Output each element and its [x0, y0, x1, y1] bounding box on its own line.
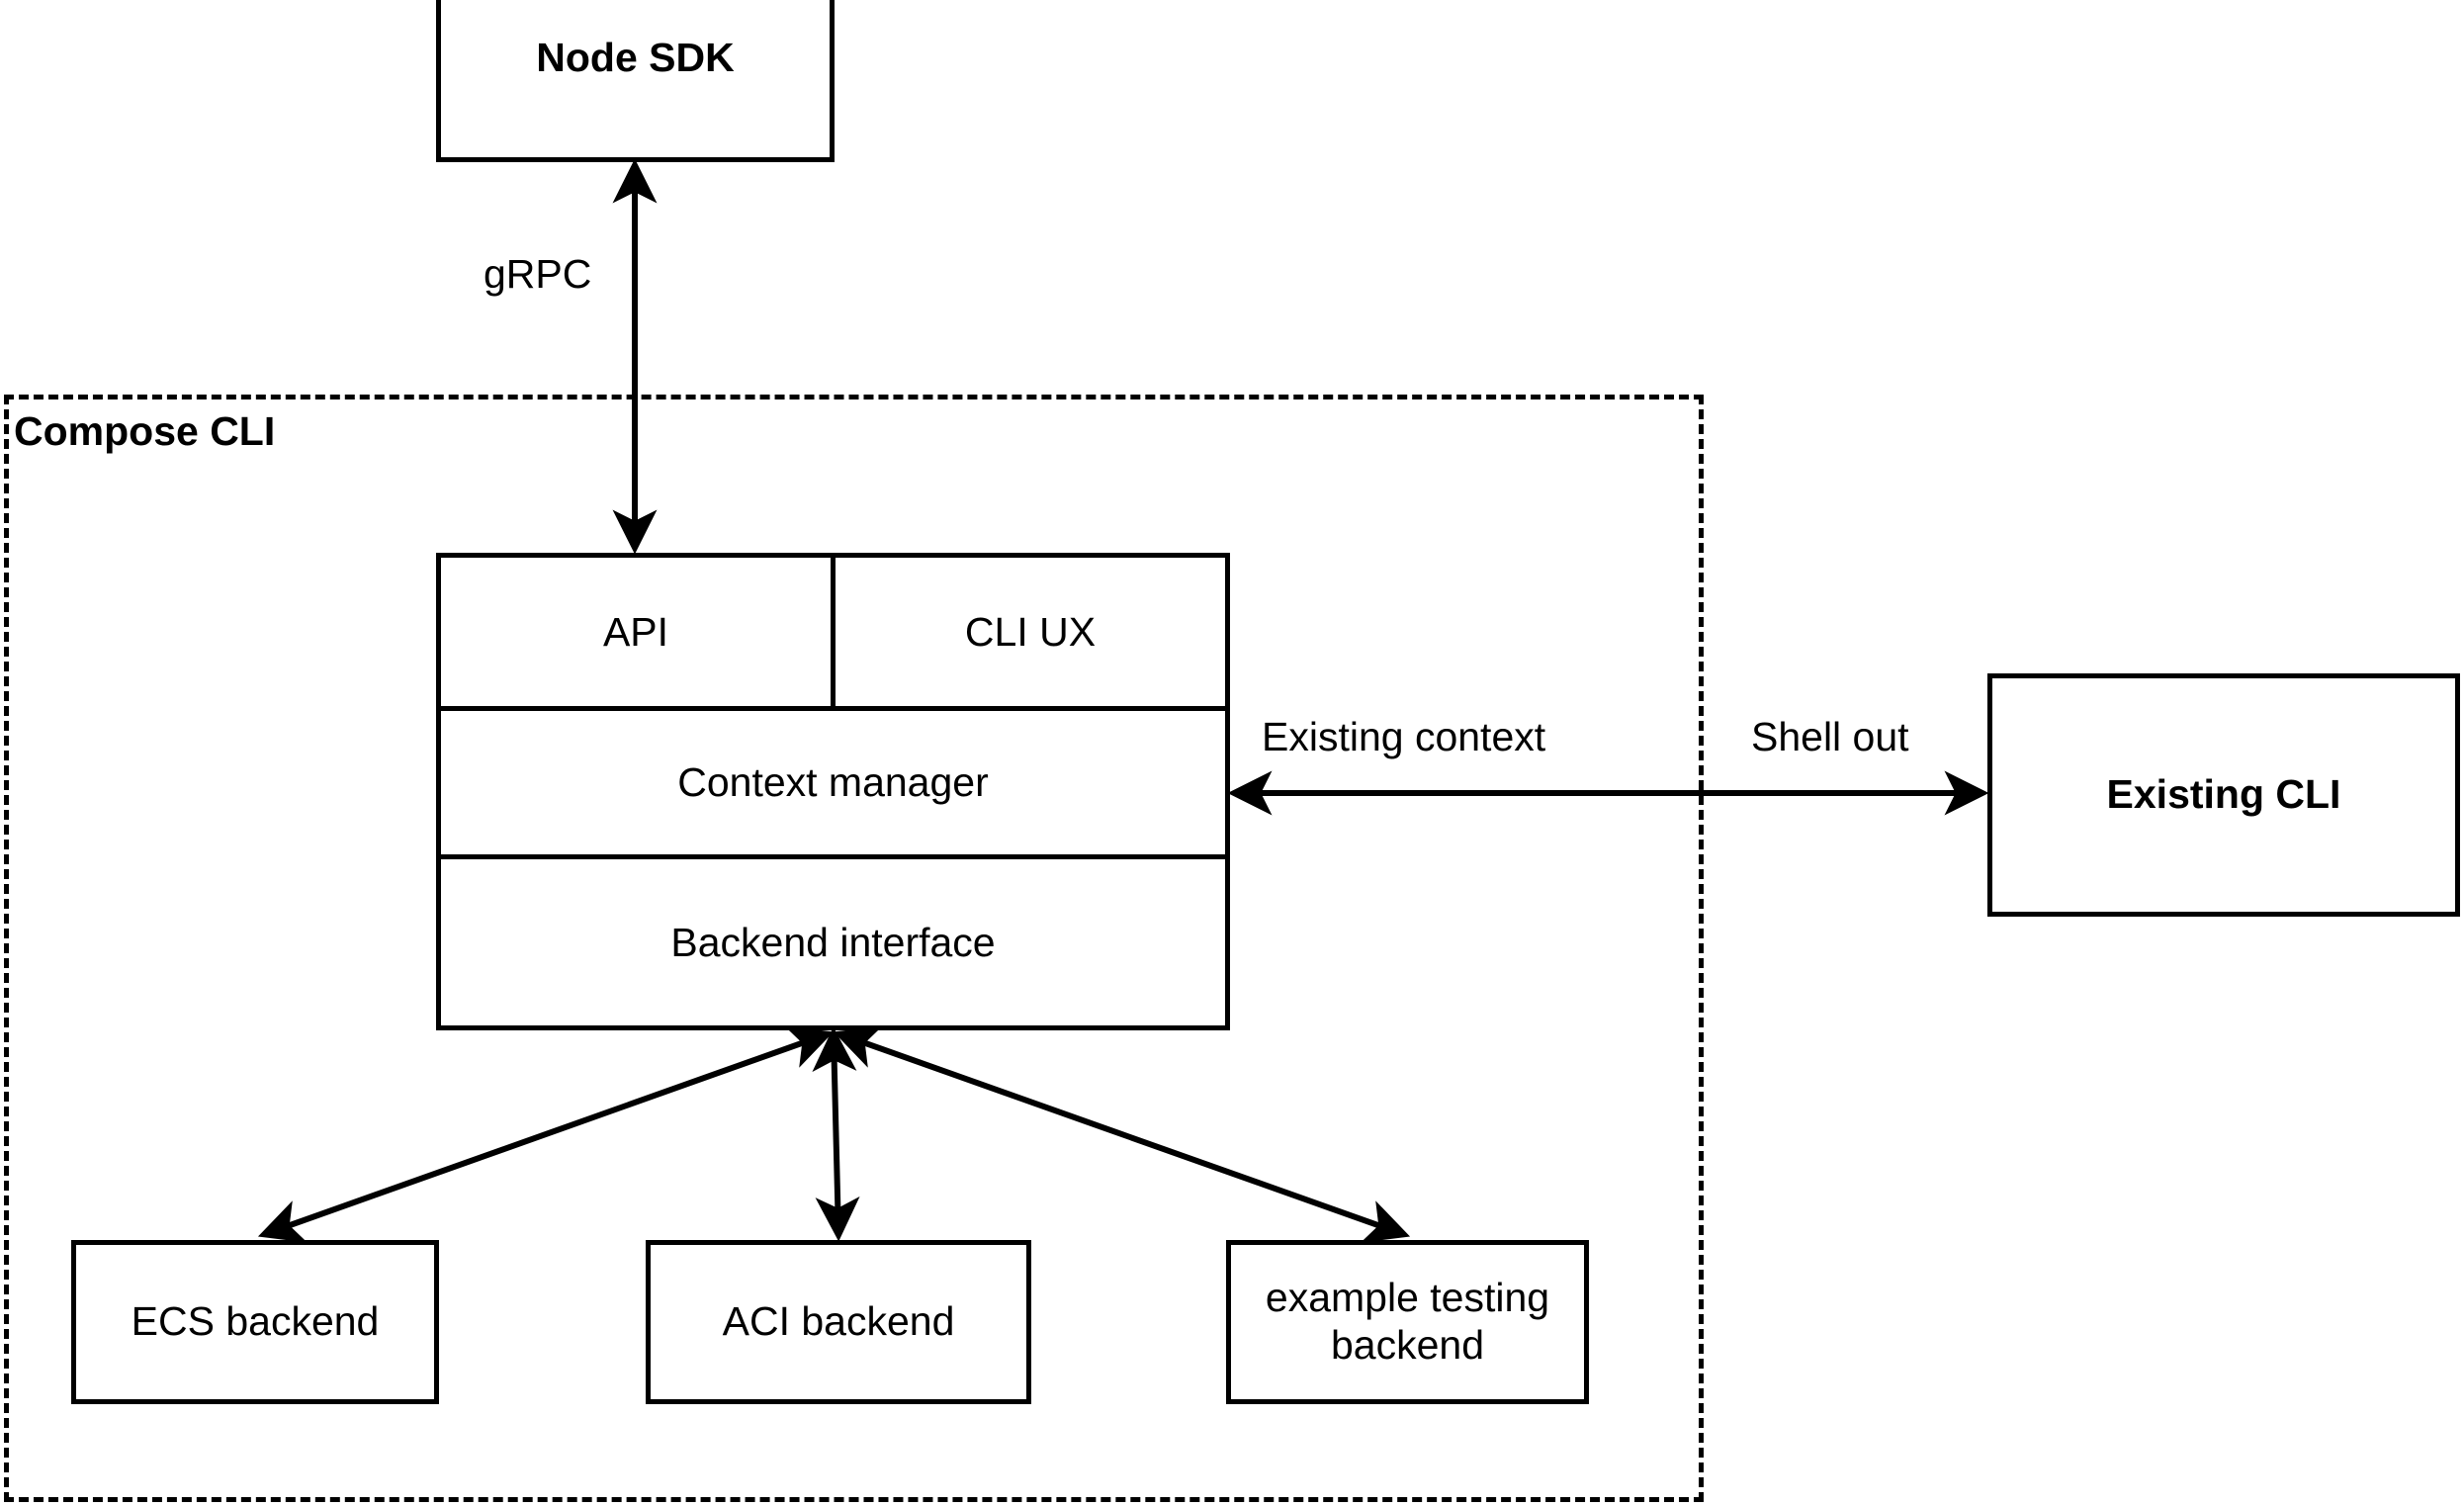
node-sdk-box[interactable]: Node SDK [436, 0, 835, 162]
aci-backend-label: ACI backend [722, 1298, 955, 1345]
context-manager-cell[interactable]: Context manager [441, 711, 1225, 859]
compose-cli-group-boundary [4, 395, 1704, 1502]
api-cliux-row: API CLI UX [441, 558, 1225, 711]
existing-context-edge-label: Existing context [1262, 714, 1546, 759]
existing-cli-label: Existing CLI [2106, 771, 2341, 818]
api-label: API [602, 608, 669, 655]
backend-interface-label: Backend interface [670, 919, 996, 965]
ecs-backend-box[interactable]: ECS backend [71, 1240, 439, 1404]
shell-out-edge-label: Shell out [1751, 714, 1909, 759]
compose-cli-group-label: Compose CLI [14, 408, 276, 454]
example-testing-backend-label: example testing backend [1265, 1275, 1550, 1368]
compose-cli-core-stack: API CLI UX Context manager Backend inter… [436, 553, 1230, 1030]
backend-interface-cell[interactable]: Backend interface [441, 859, 1225, 1025]
api-cell[interactable]: API [441, 558, 836, 706]
node-sdk-label: Node SDK [536, 35, 735, 81]
cli-ux-cell[interactable]: CLI UX [836, 558, 1225, 706]
example-testing-backend-box[interactable]: example testing backend [1226, 1240, 1589, 1404]
edge-backend-example [833, 1025, 1411, 1243]
grpc-edge-label: gRPC [484, 251, 592, 297]
cli-ux-label: CLI UX [964, 608, 1097, 655]
aci-backend-box[interactable]: ACI backend [646, 1240, 1031, 1404]
edge-backend-ecs [257, 1025, 835, 1243]
existing-cli-box[interactable]: Existing CLI [1987, 673, 2460, 917]
context-manager-label: Context manager [677, 759, 989, 805]
ecs-backend-label: ECS backend [131, 1298, 380, 1345]
